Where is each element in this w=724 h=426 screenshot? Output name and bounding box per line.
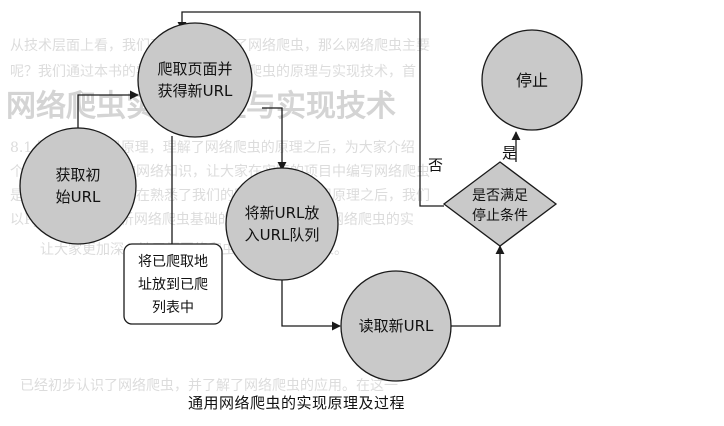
node-get-initial-url: 获取初 始URL [19,127,137,245]
figure-caption: 通用网络爬虫的实现原理及过程 [188,394,406,412]
connectors [77,11,521,331]
edge-check-no-loop [177,11,444,207]
note-line-2: 址放到已爬 [138,277,208,293]
edge-read-to-check [450,245,505,327]
node-stop: 停止 [481,29,583,131]
node-enqueue-line-1: 将新URL放 [245,204,320,222]
node-crawl-page: 爬取页面并 获得新URL [137,22,253,138]
edge-crawl-to-enqueue [262,107,287,171]
node-stop-label: 停止 [516,71,548,90]
node-get-initial-line-2: 始URL [56,188,101,206]
edge-enqueue-to-read [281,280,341,331]
node-get-initial-line-1: 获取初 [55,166,100,184]
node-crawl-page-line-1: 爬取页面并 [157,60,232,78]
note-line-1: 将已爬取地 [138,254,208,270]
edge-label-no: 否 [428,156,443,174]
note-line-3: 列表中 [152,300,194,316]
node-enqueue-url: 将新URL放 入URL队列 [225,167,339,281]
node-check-stop-condition: 是否满足 停止条件 [442,161,558,247]
node-enqueue-line-2: 入URL队列 [245,226,320,244]
node-visited-list-note: 将已爬取地 址放到已爬 列表中 [123,243,223,325]
node-crawl-page-line-2: 获得新URL [158,82,233,100]
node-check-line-2: 停止条件 [472,207,528,224]
node-check-line-1: 是否满足 [472,188,528,204]
node-read-new-line-1: 读取新URL [359,317,434,335]
edge-label-yes: 是 [502,144,517,162]
node-read-new-url: 读取新URL [340,270,452,382]
bg-footer-line: 已经初步认识了网络爬虫，并了解了网络爬虫的应用。在这一 [20,377,398,394]
edge-initial-to-crawl [77,90,139,130]
